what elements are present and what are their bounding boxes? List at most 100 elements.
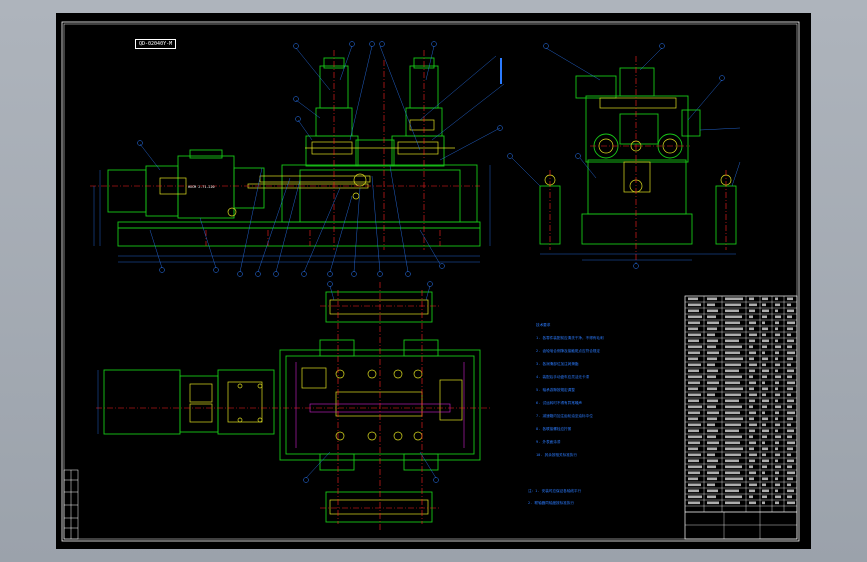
parts-list-cell-mark: [775, 453, 780, 457]
parts-list-cell-mark: [688, 351, 700, 355]
parts-list-cell-mark: [725, 321, 740, 325]
parts-list-cell-mark: [787, 297, 793, 301]
parts-list-cell-mark: [775, 309, 778, 313]
parts-list-cell-mark: [725, 309, 739, 313]
parts-list-cell-mark: [688, 417, 698, 421]
parts-list-cell-mark: [707, 477, 717, 481]
parts-list-cell-mark: [707, 375, 716, 379]
parts-list-cell-mark: [725, 489, 739, 493]
parts-list-cell-mark: [762, 411, 765, 415]
parts-list-cell-mark: [762, 375, 767, 379]
parts-list-cell-mark: [762, 477, 768, 481]
parts-list-cell-mark: [775, 423, 780, 427]
parts-list-cell-mark: [688, 453, 701, 457]
parts-list-cell-mark: [762, 405, 767, 409]
parts-list-cell-mark: [707, 417, 717, 421]
parts-list-cell-mark: [688, 387, 698, 391]
parts-list-cell-mark: [707, 351, 719, 355]
parts-list-cell-mark: [762, 321, 765, 325]
parts-list-cell-mark: [749, 399, 755, 403]
parts-list-cell-mark: [707, 309, 718, 313]
parts-list-cell-mark: [707, 387, 717, 391]
parts-list-cell-mark: [787, 381, 795, 385]
parts-list-cell-mark: [725, 381, 740, 385]
parts-list-cell-mark: [762, 435, 767, 439]
parts-list-cell-mark: [762, 315, 767, 319]
parts-list-cell-mark: [775, 357, 778, 361]
parts-list-cell-mark: [762, 309, 769, 313]
parts-list-cell-mark: [775, 393, 780, 397]
tech-req-line-5: 4. 装配后手动盘车应灵活无卡滞: [536, 374, 590, 379]
parts-list-cell-mark: [749, 309, 755, 313]
parts-list-cell-mark: [787, 345, 792, 349]
parts-list-cell-mark: [749, 495, 753, 499]
parts-list-cell-mark: [707, 495, 716, 499]
note-line-1: 注：1. 安装时应保证各轴线平行: [528, 488, 582, 493]
parts-list-cell-mark: [787, 315, 792, 319]
parts-list-cell-mark: [688, 357, 698, 361]
parts-list-cell-mark: [688, 345, 702, 349]
parts-list-cell-mark: [749, 417, 754, 421]
parts-list-cell-mark: [688, 399, 699, 403]
parts-list-cell-mark: [775, 369, 778, 373]
parts-list-cell-mark: [688, 477, 698, 481]
tech-req-line-9: 8. 各联接螺栓应拧紧: [536, 426, 572, 431]
parts-list-cell-mark: [787, 483, 791, 487]
parts-list-cell-mark: [787, 363, 791, 367]
parts-list-cell-mark: [725, 375, 742, 379]
parts-list-cell-mark: [762, 363, 766, 367]
parts-list-cell-mark: [762, 345, 767, 349]
parts-list-cell-mark: [749, 315, 753, 319]
parts-list-cell-mark: [775, 495, 781, 499]
parts-list-cell-mark: [749, 429, 755, 433]
parts-list-cell-mark: [725, 483, 741, 487]
parts-list-cell-mark: [787, 339, 794, 343]
parts-list-cell-mark: [775, 459, 778, 463]
parts-list-cell-mark: [725, 459, 739, 463]
parts-list-cell-mark: [762, 369, 769, 373]
parts-list-cell-mark: [707, 303, 715, 307]
parts-list-cell-mark: [688, 483, 701, 487]
parts-list-cell-mark: [749, 393, 757, 397]
parts-list-cell-mark: [725, 351, 740, 355]
parts-list-cell-mark: [775, 321, 779, 325]
parts-list-cell-mark: [775, 297, 778, 301]
parts-list-cell-mark: [749, 501, 756, 505]
parts-list-cell-mark: [725, 411, 740, 415]
parts-list-cell-mark: [707, 441, 719, 445]
parts-list-cell-mark: [688, 333, 701, 337]
parts-list-cell-mark: [775, 375, 781, 379]
parts-list-cell-mark: [787, 429, 794, 433]
parts-list-cell-mark: [749, 483, 757, 487]
parts-list-cell-mark: [762, 453, 766, 457]
parts-list-cell-mark: [787, 465, 792, 469]
parts-list-cell-mark: [787, 375, 792, 379]
parts-list-cell-mark: [749, 327, 754, 331]
parts-list-cell-mark: [762, 381, 765, 385]
parts-list-cell-mark: [688, 327, 698, 331]
parts-list-cell-mark: [725, 399, 739, 403]
parts-list-cell-mark: [775, 363, 780, 367]
parts-list-cell-mark: [725, 447, 743, 451]
parts-list-cell-mark: [725, 441, 740, 445]
parts-list-cell-mark: [787, 471, 795, 475]
drawing-border: [61, 21, 800, 542]
parts-list-cell-mark: [688, 459, 699, 463]
parts-list-cell-mark: [725, 363, 741, 367]
note-line-2: 2. 联轴器同轴度按标准执行: [528, 500, 574, 505]
parts-list-cell-mark: [707, 321, 719, 325]
parts-list-cell-mark: [775, 489, 778, 493]
parts-list-cell-mark: [762, 339, 769, 343]
parts-list-cell-mark: [707, 315, 716, 319]
parts-list-cell-mark: [688, 309, 699, 313]
parts-list-cell-mark: [688, 315, 702, 319]
parts-list-cell-mark: [725, 417, 743, 421]
parts-list-cell-mark: [787, 489, 794, 493]
parts-list-cell-mark: [707, 369, 718, 373]
parts-list-cell-mark: [707, 339, 718, 343]
parts-list-cell-mark: [762, 393, 766, 397]
parts-list-cell-mark: [749, 297, 754, 301]
parts-list-cell-mark: [762, 327, 768, 331]
parts-list-cell-mark: [725, 429, 739, 433]
